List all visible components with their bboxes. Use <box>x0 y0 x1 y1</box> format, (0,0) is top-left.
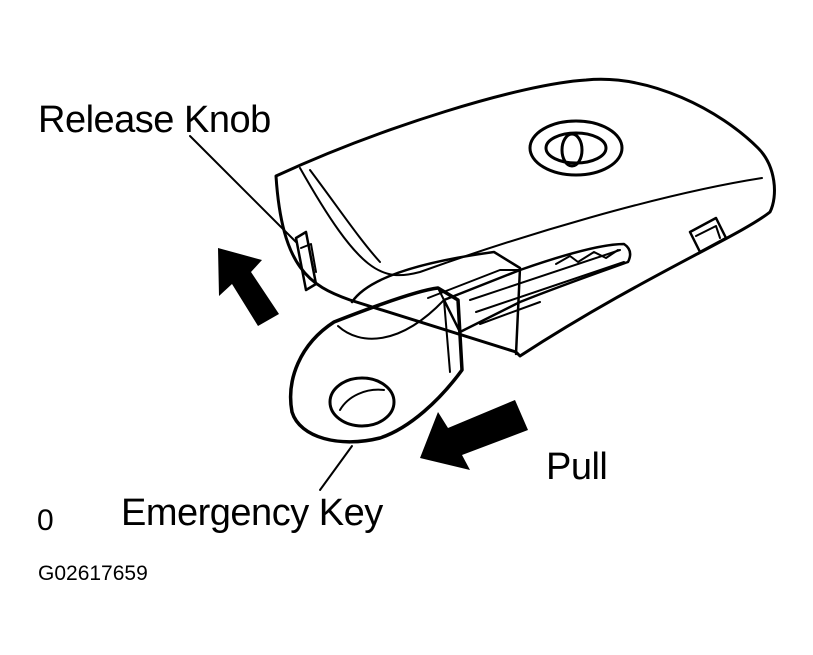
toyota-logo-icon <box>528 119 624 177</box>
emergency-key-head <box>288 286 464 444</box>
key-fob-crease <box>309 169 381 263</box>
left-arrow-icon <box>420 400 528 470</box>
up-arrow-icon <box>218 248 279 326</box>
release-knob-label: Release Knob <box>38 99 271 141</box>
key-slot <box>350 250 522 356</box>
pull-label: Pull <box>546 446 608 488</box>
release-knob <box>294 230 318 292</box>
emergency-key-leader <box>319 445 353 491</box>
key-fob-top-edge <box>299 167 763 277</box>
emergency-key-label: Emergency Key <box>121 492 383 534</box>
emergency-key-blade <box>442 242 632 334</box>
key-fob-body <box>274 77 776 358</box>
key-slot-inner <box>427 269 521 299</box>
side-latch <box>688 216 728 254</box>
figure-code: G02617659 <box>38 562 148 585</box>
key-ring-hole <box>328 376 396 428</box>
zero-mark: 0 <box>37 504 54 537</box>
release-knob-leader <box>189 135 297 243</box>
